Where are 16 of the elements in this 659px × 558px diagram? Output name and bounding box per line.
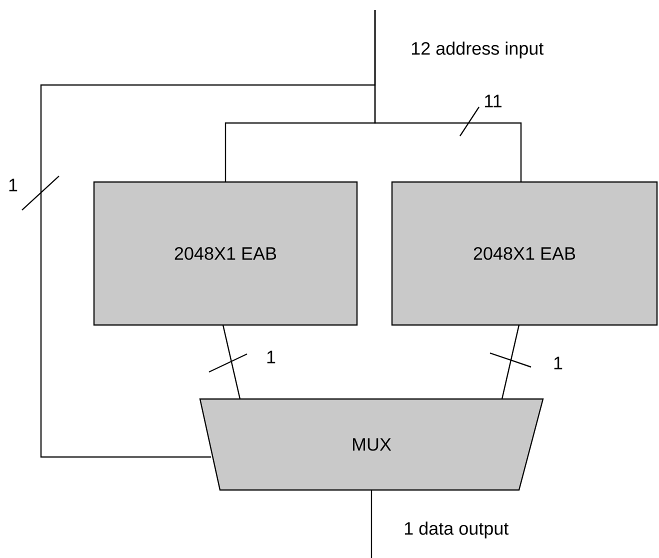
signal-label: 1 data output — [404, 522, 509, 538]
box-label: 2048X1 EAB — [174, 247, 276, 260]
multiplexer-trapezoid — [199, 398, 544, 491]
bus-line — [222, 324, 241, 400]
bus-width-label: 11 — [485, 94, 502, 108]
bus-width-label: 1 — [554, 356, 562, 370]
bus-line — [40, 10, 376, 458]
memory-block — [391, 181, 658, 326]
bus-line — [370, 490, 372, 558]
bus-width-label: 1 — [9, 178, 18, 192]
box-label: MUX — [352, 438, 392, 451]
box-label: 2048X1 EAB — [474, 247, 576, 260]
signal-label: 12 address input — [412, 42, 544, 58]
memory-block — [93, 181, 358, 326]
bus-line — [501, 324, 520, 400]
bus-width-label: 1 — [267, 350, 276, 364]
